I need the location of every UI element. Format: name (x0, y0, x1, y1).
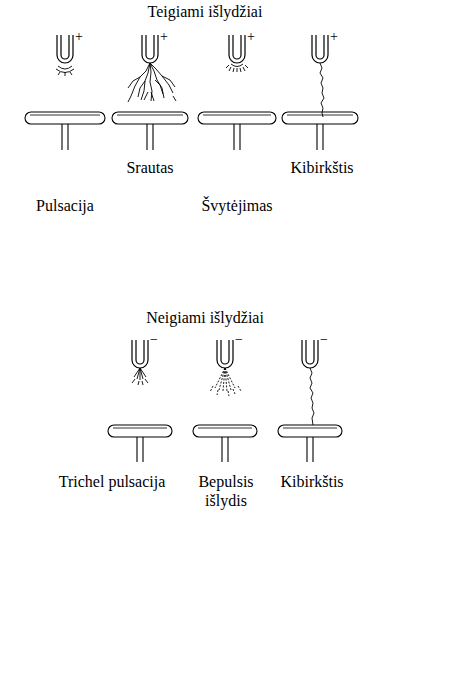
electrode-tip (302, 340, 318, 368)
plate-electrode (193, 425, 257, 462)
electrode-tip (233, 35, 241, 59)
plate-electrode (108, 425, 172, 462)
electrode-tip (146, 35, 154, 59)
electrodes (57, 35, 328, 368)
electrode-tip (312, 35, 328, 63)
electrode-tip (57, 35, 73, 63)
electrode-tip (142, 35, 158, 63)
plate-electrode (278, 425, 342, 462)
polarity-sign: − (320, 333, 328, 347)
electrode-tip (306, 340, 314, 364)
streamer (128, 63, 176, 102)
pulseless-brush (210, 368, 241, 396)
section-heading: Neigiami išlydžiai (95, 308, 315, 327)
discharge-label: Kibirkštis (270, 472, 354, 491)
electrode-tip (61, 35, 69, 59)
discharge-label: Švytėjimas (182, 196, 292, 215)
plate-electrode (25, 112, 105, 150)
discharge-label: Kibirkštis (272, 158, 372, 177)
polarity-sign: + (247, 30, 255, 44)
plate-electrode (282, 112, 358, 150)
electrode-tip (229, 35, 245, 63)
section-heading: Teigiami išlydžiai (95, 2, 315, 21)
spark (310, 368, 314, 425)
plate-electrode (198, 112, 276, 150)
polarity-sign: − (235, 333, 243, 347)
discharge-label: Pulsacija (15, 196, 115, 215)
polarity-sign: + (330, 30, 338, 44)
plate-electrode (112, 112, 188, 150)
electrode-tip (132, 340, 148, 368)
spark (320, 63, 324, 117)
discharge-label: Bepulsis išlydis (189, 472, 263, 510)
discharges (56, 63, 324, 425)
trichel-brush (132, 368, 148, 385)
electrode-tip (136, 340, 144, 364)
electrode-tip (217, 340, 233, 368)
electrode-tip (221, 340, 229, 364)
polarity-sign: + (75, 30, 83, 44)
glow (226, 64, 248, 72)
polarity-sign: − (150, 333, 158, 347)
polarity-sign: + (160, 30, 168, 44)
discharge-label: Trichel pulsacija (50, 472, 174, 491)
discharge-label: Srautas (105, 158, 195, 177)
electrode-tip (316, 35, 324, 59)
pulse-glow (56, 66, 74, 76)
